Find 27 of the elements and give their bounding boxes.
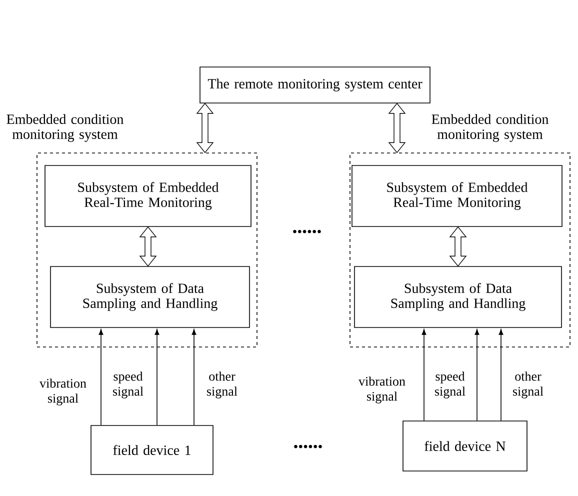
arrow xyxy=(474,329,480,421)
double-arrow xyxy=(449,226,467,267)
process-box: The remote monitoring system center xyxy=(200,66,430,104)
edge-label: vibration signal xyxy=(354,376,410,404)
process-box: Subsystem of Embedded Real-Time Monitoring xyxy=(44,165,252,227)
arrow xyxy=(422,329,426,421)
process-box: Subsystem of Data Sampling and Handling xyxy=(354,266,562,328)
double-arrow xyxy=(196,102,214,154)
process-box: Subsystem of Embedded Real-Time Monitoring xyxy=(352,165,562,227)
box-heading: Embedded condition monitoring system xyxy=(432,114,549,142)
process-box: field device 1 xyxy=(90,425,214,475)
process-box: Subsystem of Data Sampling and Handling xyxy=(50,266,250,328)
edge-label: speed signal xyxy=(106,370,150,400)
process-box: field device N xyxy=(402,420,528,472)
box-heading: Embedded condition monitoring system xyxy=(6,114,124,142)
edge-label: other signal xyxy=(506,370,550,400)
arrow xyxy=(154,329,160,426)
ellipsis-dots: •••••• xyxy=(293,230,321,234)
ellipsis-dots: •••••• xyxy=(294,444,322,448)
arrow xyxy=(98,329,104,426)
edge-label: speed signal xyxy=(428,370,472,400)
double-arrow xyxy=(388,102,406,154)
edge-label: other signal xyxy=(200,370,244,400)
edge-label: vibration signal xyxy=(35,378,91,406)
arrow xyxy=(192,329,196,426)
arrow xyxy=(498,329,504,421)
double-arrow xyxy=(139,226,157,267)
